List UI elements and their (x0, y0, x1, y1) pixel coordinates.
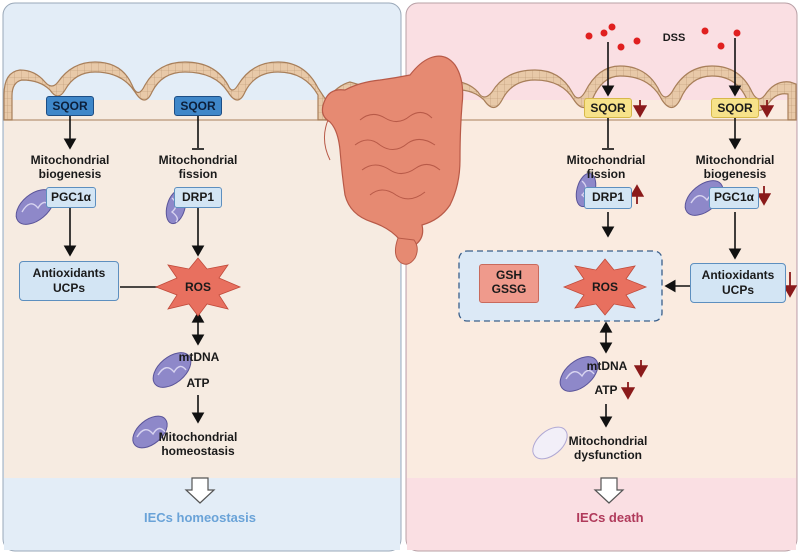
ros-label-left: ROS (184, 280, 211, 294)
mtdna-label-right: mtDNA (586, 359, 628, 373)
antioxidants-label-right: Antioxidants (701, 268, 775, 282)
mito-biogenesis-label-right-1: Mitochondrial (695, 153, 775, 167)
atp-label-right: ATP (594, 383, 618, 397)
pgc1a-box-right: PGC1α (709, 187, 759, 209)
homeostasis-label-1: Mitochondrial (158, 430, 238, 444)
dss-particle-icon (585, 23, 741, 51)
colon-folds (354, 112, 441, 200)
gsh-gssg-box: GSH GSSG (479, 264, 539, 303)
footer-arrow-right (593, 477, 625, 504)
sqor-box-right-1: SQOR (584, 98, 632, 118)
colon-tail (394, 237, 418, 265)
mito-fission-label-right-2: fission (586, 167, 626, 181)
homeostasis-label-2: homeostasis (161, 444, 235, 458)
ros-star-left (154, 257, 242, 317)
antioxidants-box-left: Antioxidants UCPs (19, 261, 119, 301)
dysfunction-label-1: Mitochondrial (568, 434, 648, 448)
ucps-label-right: UCPs (721, 283, 754, 297)
mito-fission-label-left-2: fission (178, 167, 218, 181)
colon-appendix (324, 119, 331, 161)
sqor-box-left-2: SQOR (174, 96, 222, 116)
mito-biogenesis-label-right-2: biogenesis (703, 167, 767, 181)
mito-right-3 (559, 356, 599, 392)
mito-dysfunction-icon (532, 426, 568, 460)
drp1-box-left: DRP1 (174, 187, 222, 208)
antioxidants-label-left: Antioxidants (32, 266, 106, 280)
ros-label-right: ROS (591, 280, 618, 294)
drp1-box-right: DRP1 (584, 187, 632, 209)
right-arrows (599, 38, 742, 428)
mtdna-label-left: mtDNA (178, 350, 220, 364)
mito-fission-label-left-1: Mitochondrial (158, 153, 238, 167)
pgc1a-box-left: PGC1α (46, 187, 96, 208)
mito-fission-label-right-1: Mitochondrial (566, 153, 646, 167)
antioxidants-box-right: Antioxidants UCPs (690, 263, 786, 303)
sqor-box-right-2: SQOR (711, 98, 759, 118)
colon-outline (321, 55, 464, 248)
ucps-label-left: UCPs (52, 281, 85, 295)
ros-star-right (562, 258, 648, 316)
atp-label-left: ATP (186, 376, 210, 390)
gssg-label: GSSG (491, 282, 527, 296)
dysfunction-label-2: dysfunction (574, 448, 642, 462)
colon-icon (321, 55, 464, 265)
mito-left-4 (132, 415, 168, 449)
gsh-label: GSH (495, 268, 522, 282)
mito-biogenesis-label-left-1: Mitochondrial (30, 153, 110, 167)
footer-arrow-left (184, 477, 216, 504)
footer-left: IECs homeostasis (144, 510, 256, 525)
footer-right: IECs death (576, 510, 644, 525)
dss-label: DSS (662, 32, 686, 44)
mito-biogenesis-label-left-2: biogenesis (38, 167, 102, 181)
sqor-box-left-1: SQOR (46, 96, 94, 116)
